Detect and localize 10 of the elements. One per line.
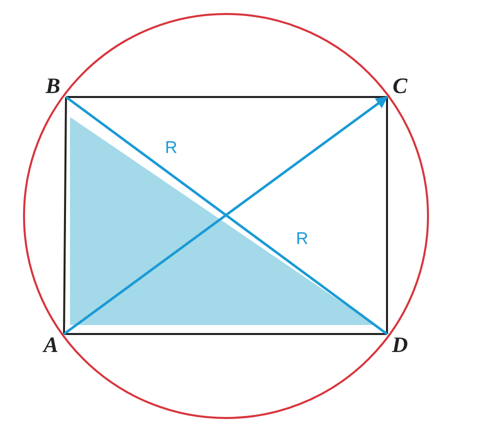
vertex-label: C	[387, 73, 413, 97]
rectangle-side	[64, 333, 387, 335]
vertex-label: A	[38, 334, 64, 358]
rectangle-side	[386, 97, 388, 334]
radius-label: R	[165, 139, 178, 157]
rectangle-side	[63, 97, 67, 334]
rectangle-side	[66, 96, 387, 98]
vertex-label: D	[387, 334, 413, 358]
radius-label: R	[296, 230, 308, 248]
vertex-label: B	[40, 73, 66, 97]
